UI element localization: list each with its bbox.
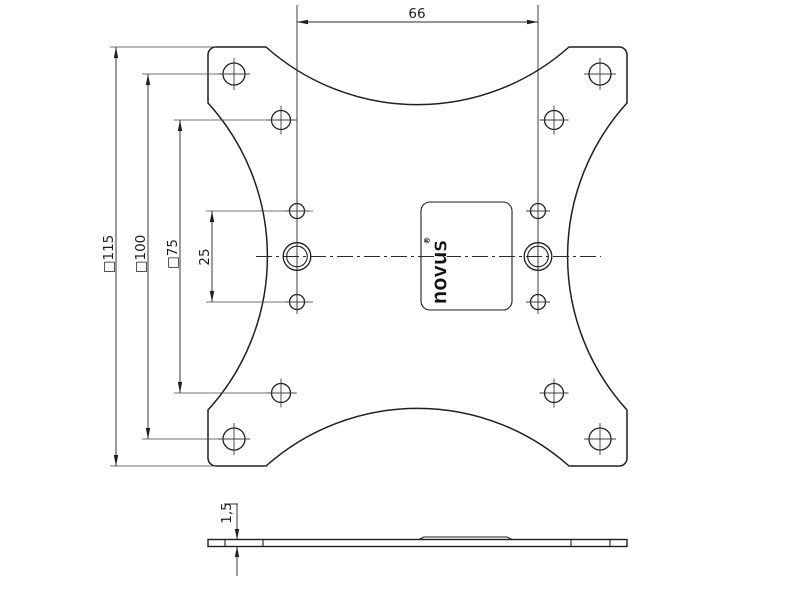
dim-100: □100 [133, 74, 151, 439]
dim-66-label: 66 [408, 6, 425, 22]
dim-75: □75 [165, 120, 183, 393]
novus-logo-outline: novus [428, 240, 453, 304]
side-view: 1,5 [207, 502, 628, 576]
dim-25: 25 [197, 211, 215, 302]
dim-66: 66 [297, 6, 538, 25]
registered-trademark-symbol: ® [423, 237, 432, 245]
dim-100-label: □100 [133, 235, 149, 274]
novus-logo-text: novus [428, 240, 453, 304]
front-view: novus novus ® [207, 5, 628, 467]
emboss-profile-line [418, 536, 513, 540]
dim-115: □115 [101, 47, 119, 466]
plate-side-profile [207, 538, 628, 548]
dim-thickness: 1,5 [219, 502, 240, 576]
novus-logo: novus novus ® [423, 237, 453, 305]
dim-thickness-label: 1,5 [219, 502, 235, 523]
logo-emboss-plate [420, 201, 513, 311]
dim-75-label: □75 [165, 239, 181, 269]
dim-25-label: 25 [197, 248, 213, 265]
dimensions: 66 □115 □100 □75 [101, 6, 538, 467]
plate-outline [207, 46, 628, 467]
dim-115-label: □115 [101, 235, 117, 274]
